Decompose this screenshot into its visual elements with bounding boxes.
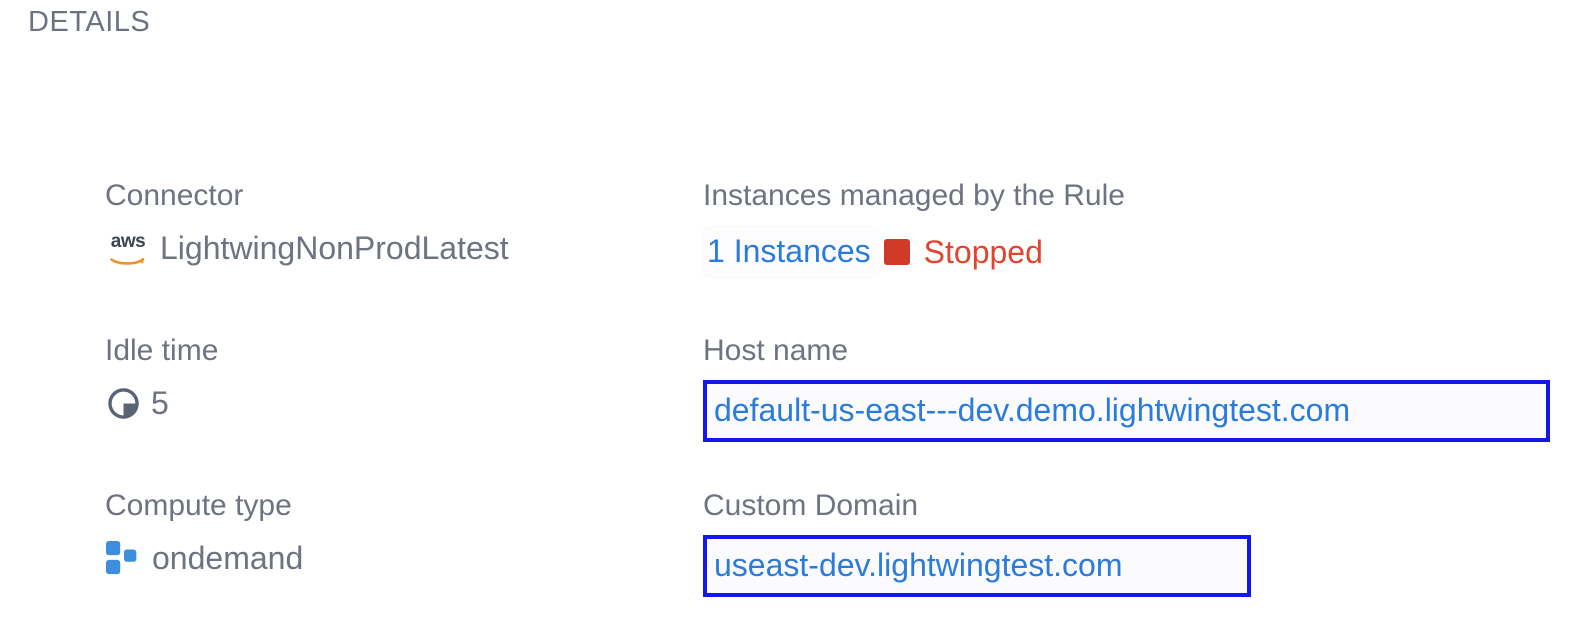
detail-row: Compute type ondemand Custom Domain usea… [0,488,1596,642]
connector-label: Connector [105,179,244,212]
compute-type-value-row: ondemand [105,539,303,577]
field-compute-type: Compute type ondemand [105,488,303,577]
host-name-link[interactable]: default-us-east---dev.demo.lightwingtest… [703,380,1550,442]
idle-time-label: Idle time [105,334,219,367]
connector-value-text: LightwingNonProdLatest [160,230,509,266]
host-name-label: Host name [703,334,849,367]
status-text: Stopped [923,234,1043,270]
aws-logo-icon: aws [105,230,151,268]
connector-value-row: aws LightwingNonProdLatest [105,229,509,267]
compute-blocks-icon [106,540,137,575]
instances-value-row: 1 Instances Stopped [703,227,1125,277]
field-idle-time: Idle time 5 [105,333,218,422]
instances-count-link[interactable]: 1 Instances [703,227,878,277]
stopped-square-icon [883,239,910,265]
compute-type-label: Compute type [105,489,292,522]
field-custom-domain: Custom Domain useast-dev.lightwingtest.c… [703,488,1251,597]
field-connector: Connector aws LightwingNonProdLatest [105,178,509,267]
compute-type-value-text: ondemand [152,540,304,576]
field-host-name: Host name default-us-east---dev.demo.lig… [703,333,1550,442]
clock-icon [108,387,139,419]
section-header-details: DETAILS [28,6,151,38]
custom-domain-label: Custom Domain [703,489,919,522]
field-instances-managed: Instances managed by the Rule 1 Instance… [703,178,1125,277]
detail-row: Idle time 5 Host name default-us-east---… [0,333,1596,488]
instances-managed-label: Instances managed by the Rule [703,179,1125,212]
custom-domain-link[interactable]: useast-dev.lightwingtest.com [703,535,1251,597]
idle-time-value-row: 5 [105,384,218,422]
status-badge: Stopped [883,233,1043,271]
detail-row: Connector aws LightwingNonProdLatest Ins… [0,178,1596,333]
details-grid: Connector aws LightwingNonProdLatest Ins… [0,178,1596,642]
idle-time-value-text: 5 [151,385,169,421]
